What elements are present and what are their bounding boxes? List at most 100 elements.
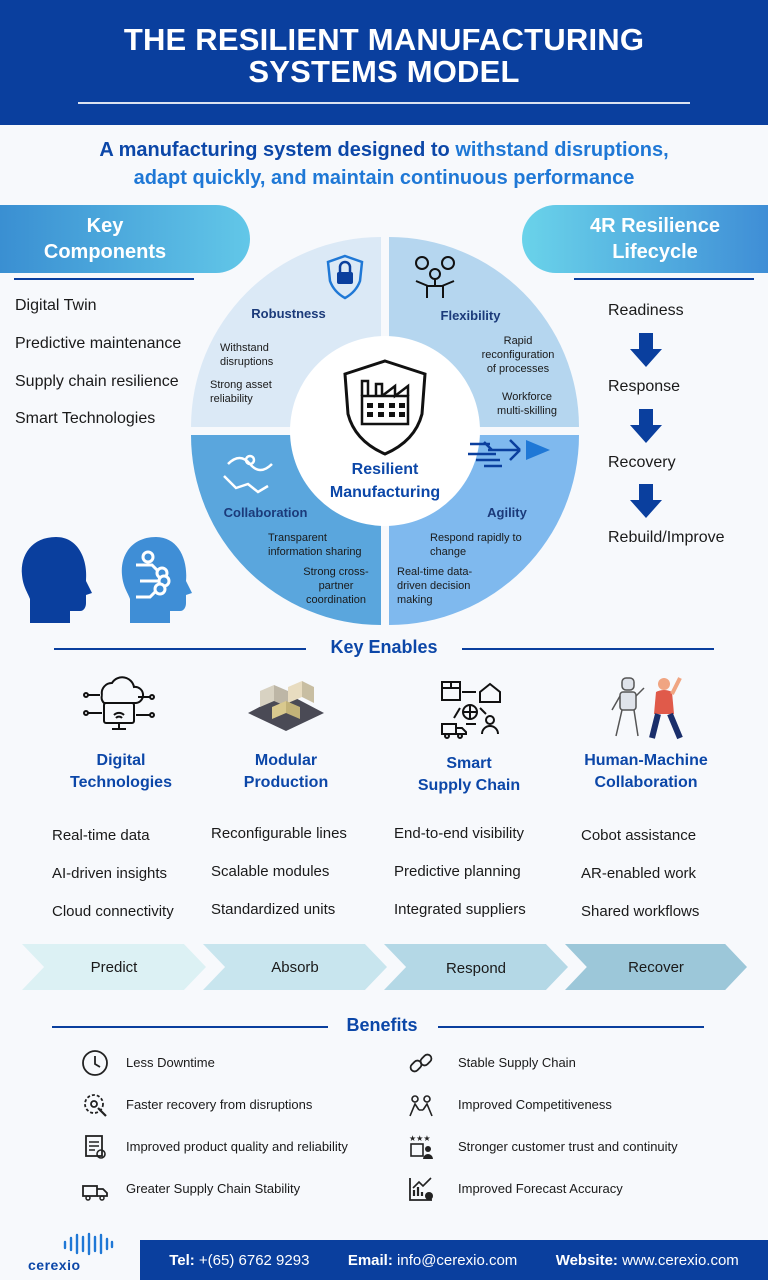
forecast-chart-icon (409, 1177, 433, 1201)
enable-item: AR-enabled work (581, 865, 697, 882)
flow-step-predict: Predict (22, 944, 206, 990)
handshake-icon (223, 454, 273, 494)
center-circle (290, 336, 480, 526)
lifecycle-title-1: 4R Resilience (589, 215, 721, 237)
shield-factory-icon (343, 359, 427, 456)
arrow-down-icon (630, 484, 662, 518)
key-components-rule (14, 278, 194, 280)
benefit-item: Improved Competitiveness (458, 1097, 612, 1112)
header-banner (0, 0, 768, 125)
svg-text:★★★: ★★★ (409, 1134, 431, 1143)
recovery-gear-icon (84, 1094, 107, 1117)
footer-website: Website: www.cerexio.com (555, 1251, 739, 1269)
competition-icon (409, 1095, 433, 1117)
subtitle-line2: adapt quickly, and maintain continuous p… (133, 167, 635, 189)
enable-item: Cobot assistance (581, 827, 697, 844)
lifecycle-rule (574, 278, 754, 280)
enable-item: AI-driven insights (52, 865, 168, 882)
logo-text: cerexio (28, 1257, 81, 1273)
flexibility-title: Flexibility (440, 308, 501, 323)
enable-item: Standardized units (211, 901, 336, 918)
footer-contact-bar: Tel: +(65) 6762 9293 Email: info@cerexio… (140, 1240, 768, 1280)
list-item: Digital Twin (15, 297, 97, 314)
benefits-rule-left (52, 1026, 328, 1028)
website-link[interactable]: www.cerexio.com (622, 1251, 739, 1269)
quality-checklist-icon (85, 1135, 106, 1159)
benefit-item: Greater Supply Chain Stability (126, 1181, 301, 1196)
lock-shield-icon (326, 254, 364, 300)
collaboration-title: Collaboration (223, 505, 308, 520)
flow-step-respond: Respond (384, 944, 568, 990)
enable-item: Cloud connectivity (52, 903, 174, 920)
benefits-rule-right (438, 1026, 704, 1028)
enable-item: Shared workflows (581, 903, 700, 920)
lifecycle-step: Readiness (608, 302, 684, 319)
lifecycle-title-2: Lifecycle (612, 241, 698, 263)
list-item: Smart Technologies (15, 410, 156, 427)
cerexio-logo-icon (63, 1232, 114, 1256)
subtitle-highlight: withstand disruptions, (455, 139, 669, 161)
key-components-title-2: Components (43, 241, 167, 263)
supply-stability-icon (82, 1185, 108, 1201)
list-item: Predictive maintenance (15, 335, 182, 352)
enable-item: End-to-end visibility (394, 825, 525, 842)
key-enables-title: Key Enables (330, 637, 438, 657)
human-ai-heads-icon (21, 537, 192, 623)
list-item: Supply chain resilience (15, 373, 179, 390)
gears-person-icon (415, 256, 455, 298)
key-enables-rule-right (462, 648, 714, 650)
cloud-computer-icon (83, 676, 155, 730)
email-link[interactable]: info@cerexio.com (397, 1251, 518, 1269)
benefit-item: Faster recovery from disruptions (126, 1097, 313, 1112)
customer-stars-icon: ★★★ (409, 1134, 433, 1159)
speed-arrow-icon (468, 439, 550, 468)
robustness-title: Robustness (251, 306, 326, 321)
benefit-item: Improved Forecast Accuracy (458, 1181, 623, 1196)
supply-chain-icon (441, 681, 501, 739)
benefits-title: Benefits (346, 1015, 418, 1035)
flow-step-recover: Recover (565, 944, 747, 990)
benefit-item: Stable Supply Chain (458, 1055, 576, 1070)
tel-link[interactable]: +(65) 6762 9293 (198, 1251, 310, 1269)
enable-item: Predictive planning (394, 863, 521, 880)
enable-item: Scalable modules (211, 863, 330, 880)
page-title: THE RESILIENT MANUFACTURING SYSTEMS MODE… (0, 24, 768, 88)
key-enables-rule-left (54, 648, 306, 650)
flow-step-absorb: Absorb (203, 944, 387, 990)
arrow-down-icon (630, 409, 662, 443)
human-robot-icon (611, 677, 683, 740)
title-line-1: THE RESILIENT MANUFACTURING (123, 22, 645, 57)
resilience-model-diagram (191, 237, 579, 625)
footer-email: Email: info@cerexio.com (347, 1251, 518, 1269)
enable-item: Reconfigurable lines (211, 825, 347, 842)
modular-factory-icon (248, 681, 324, 731)
arrow-down-icon (630, 333, 662, 367)
clock-icon (82, 1050, 108, 1076)
benefit-item: Stronger customer trust and continuity (458, 1139, 678, 1154)
agility-title: Agility (487, 505, 527, 520)
key-components-title-1: Key (86, 215, 124, 237)
footer-tel: Tel: +(65) 6762 9293 (169, 1251, 310, 1269)
enable-item: Real-time data (52, 827, 150, 844)
enable-item: Integrated suppliers (394, 901, 526, 918)
benefit-item: Less Downtime (126, 1055, 215, 1070)
lifecycle-step: Recovery (608, 454, 676, 471)
title-divider (78, 102, 690, 104)
subtitle-part1: A manufacturing system designed to (99, 139, 456, 161)
page-subtitle: A manufacturing system designed to withs… (40, 136, 728, 192)
lifecycle-step: Rebuild/Improve (608, 529, 725, 546)
